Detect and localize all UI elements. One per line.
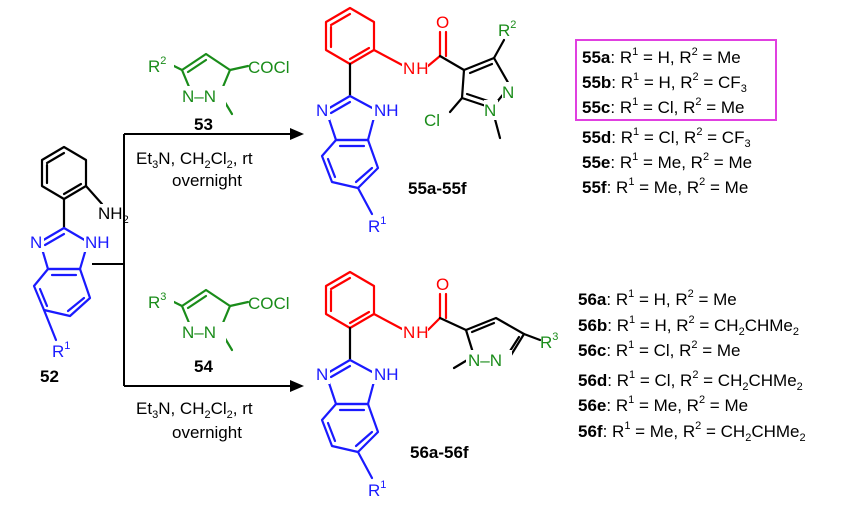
cocl-label-54: COCl bbox=[248, 294, 290, 313]
nn-label-54: N–N bbox=[182, 323, 216, 342]
series-55-row-55d: 55d: R1 = Cl, R2 = CF3 bbox=[582, 126, 751, 150]
r1-label-55: R1 bbox=[368, 215, 386, 236]
nn-label-56: N–N bbox=[468, 351, 502, 370]
series-55-row-55b: 55b: R1 = H, R2 = CF3 bbox=[582, 71, 747, 95]
series-56-row-56f: 56f: R1 = Me, R2 = CH2CHMe2 bbox=[578, 420, 806, 444]
highlight-box-55abc bbox=[575, 39, 777, 121]
r1-label-56: R1 bbox=[368, 479, 386, 500]
conditions-top-line2: overnight bbox=[172, 171, 242, 190]
n2-label-55: N bbox=[502, 83, 514, 102]
cocl-label-53: COCl bbox=[248, 58, 290, 77]
nh-label-52: NH bbox=[85, 233, 110, 252]
compound-53-id: 53 bbox=[194, 115, 213, 134]
series-55-row-55c: 55c: R1 = Cl, R2 = Me bbox=[582, 96, 745, 117]
nh-amide-label-56: NH bbox=[403, 323, 429, 342]
series-56-row-56b: 56b: R1 = H, R2 = CH2CHMe2 bbox=[578, 314, 799, 338]
series-55-list: 55a: R1 = H, R2 = Me 55b: R1 = H, R2 = CF… bbox=[582, 46, 752, 197]
series-56-row-56d: 56d: R1 = Cl, R2 = CH2CHMe2 bbox=[578, 369, 803, 393]
r3-label-56: R3 bbox=[540, 331, 558, 352]
compound-56-id: 56a-56f bbox=[410, 443, 469, 462]
conditions-bottom-line2: overnight bbox=[172, 423, 242, 442]
series-56-row-56a: 56a: R1 = H, R2 = Me bbox=[578, 288, 737, 309]
cl-label-55: Cl bbox=[424, 111, 440, 130]
o-label-55: O bbox=[436, 13, 449, 32]
nh-label-56: NH bbox=[374, 365, 399, 384]
series-56-list: 56a: R1 = H, R2 = Me 56b: R1 = H, R2 = CH… bbox=[578, 288, 806, 444]
compound-52-id: 52 bbox=[40, 367, 59, 386]
conditions-bottom-line1: Et3N, CH2Cl2, rt bbox=[136, 399, 253, 421]
series-56-row-56c: 56c: R1 = Cl, R2 = Me bbox=[578, 339, 741, 360]
nn-label-53: N–N bbox=[182, 87, 216, 106]
series-55-row-55e: 55e: R1 = Me, R2 = Me bbox=[582, 151, 752, 172]
compound-55-id: 55a-55f bbox=[408, 179, 467, 198]
conditions-top-line1: Et3N, CH2Cl2, rt bbox=[136, 149, 253, 171]
n-label-56: N bbox=[316, 365, 328, 384]
reaction-arrows bbox=[92, 128, 304, 392]
compound-54-id: 54 bbox=[194, 357, 213, 376]
n-label-52: N bbox=[30, 233, 42, 252]
r3-label-54: R3 bbox=[148, 291, 166, 312]
series-56-row-56e: 56e: R1 = Me, R2 = Me bbox=[578, 394, 748, 415]
o-label-56: O bbox=[436, 275, 449, 294]
nh-amide-label-55: NH bbox=[403, 59, 429, 78]
series-55-row-55a: 55a: R1 = H, R2 = Me bbox=[582, 46, 741, 67]
nh-label-55: NH bbox=[374, 101, 399, 120]
r2-label-53: R2 bbox=[148, 55, 166, 76]
n1-label-55: N bbox=[484, 101, 496, 120]
nh2-label-52: NH2 bbox=[98, 204, 129, 226]
r2-label-55: R2 bbox=[498, 19, 516, 40]
series-55-row-55f: 55f: R1 = Me, R2 = Me bbox=[582, 176, 748, 197]
n-label-55: N bbox=[316, 101, 328, 120]
r1-label-52: R1 bbox=[52, 340, 70, 361]
